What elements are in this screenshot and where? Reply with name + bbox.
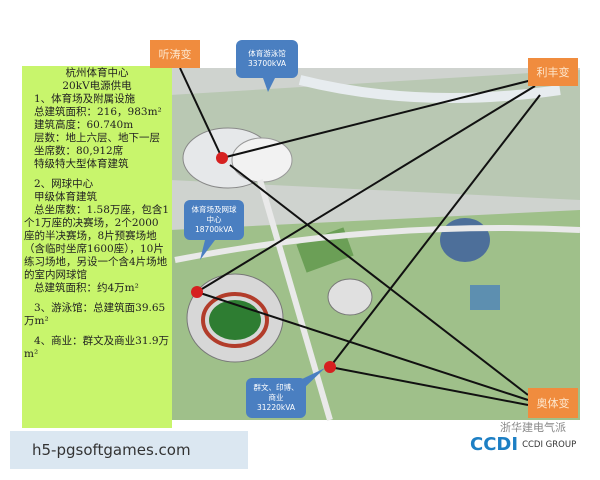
panel-title: 杭州体育中心 [65, 67, 129, 79]
stadium-track [201, 292, 269, 348]
panel-line: 总建筑面积：约4万m² [34, 282, 139, 294]
panel-line: 3、游泳馆：总建筑面39.65万m² [24, 302, 166, 327]
info-panel: 杭州体育中心 20kV电源供电 1、体育场及附属设施 总建筑面积：216，983… [22, 66, 172, 428]
panel-line: 1、体育场及附属设施 [34, 93, 136, 105]
road [174, 225, 581, 263]
panel-spacer [24, 328, 170, 335]
callout-swimming: 体育游泳馆 33700kVA [236, 40, 298, 78]
callout-load: 31220kVA [257, 403, 295, 412]
panel-line: 层数：地上六层、地下一层 [34, 132, 160, 144]
callout-stadium: 体育场及网球中心 18700kVA [184, 200, 244, 240]
building [470, 285, 500, 310]
panel-line: 4、商业：群文及商业31.9万m² [24, 335, 170, 360]
marker-commercial [324, 361, 336, 373]
callout-commercial: 群文、印博、商业 31220kVA [246, 378, 306, 418]
panel-line: 建筑高度：60.740m [34, 119, 134, 131]
panel-line: 总坐席数：1.58万座，包含1个1万座的决赛场，2个2000 座的半决赛场，8片… [24, 204, 170, 281]
callout-name: 群文、印博、商业 [253, 383, 299, 402]
logo-mark-icon: CCDI [470, 434, 519, 455]
marker-swimming [216, 152, 228, 164]
substation-lifeng: 利丰变 [528, 58, 578, 86]
marker-stadium [191, 286, 203, 298]
panel-spacer [24, 171, 170, 178]
callout-pointer [300, 368, 325, 392]
callout-name: 体育游泳馆 [248, 49, 286, 58]
callout-pointer [263, 78, 275, 92]
stadium-field [209, 300, 261, 340]
callout-name: 体育场及网球中心 [191, 205, 237, 224]
logo-text-en: CCDI GROUP [522, 440, 577, 450]
glass-dome [440, 218, 490, 262]
ccdi-logo: 浙华建电气派 CCDI CCDI GROUP [470, 421, 576, 455]
callout-load: 18700kVA [195, 225, 233, 234]
swimming-hall-roof [231, 137, 293, 183]
watermark: h5-pgsoftgames.com [10, 431, 248, 469]
panel-subtitle: 20kV电源供电 [62, 80, 132, 92]
road [257, 179, 333, 421]
panel-line: 2、网球中心 [34, 178, 94, 190]
supply-lines [179, 67, 541, 406]
panel-line: 甲级体育建筑 [34, 191, 97, 203]
substation-tingtao: 听涛变 [150, 40, 200, 68]
panel-spacer [24, 295, 170, 302]
road [298, 75, 561, 103]
logo-text-cn: 浙华建电气派 [500, 421, 566, 434]
map-zone-south [170, 210, 580, 420]
callout-pointer [200, 240, 215, 260]
panel-line: 总建筑面积：216，983m² [34, 106, 162, 118]
tennis-center [327, 278, 373, 316]
substation-aoti: 奥体变 [528, 388, 578, 418]
panel-line: 特级特大型体育建筑 [34, 158, 129, 170]
panel-line: 坐席数：80,912席 [34, 145, 124, 157]
callout-load: 33700kVA [248, 59, 286, 68]
